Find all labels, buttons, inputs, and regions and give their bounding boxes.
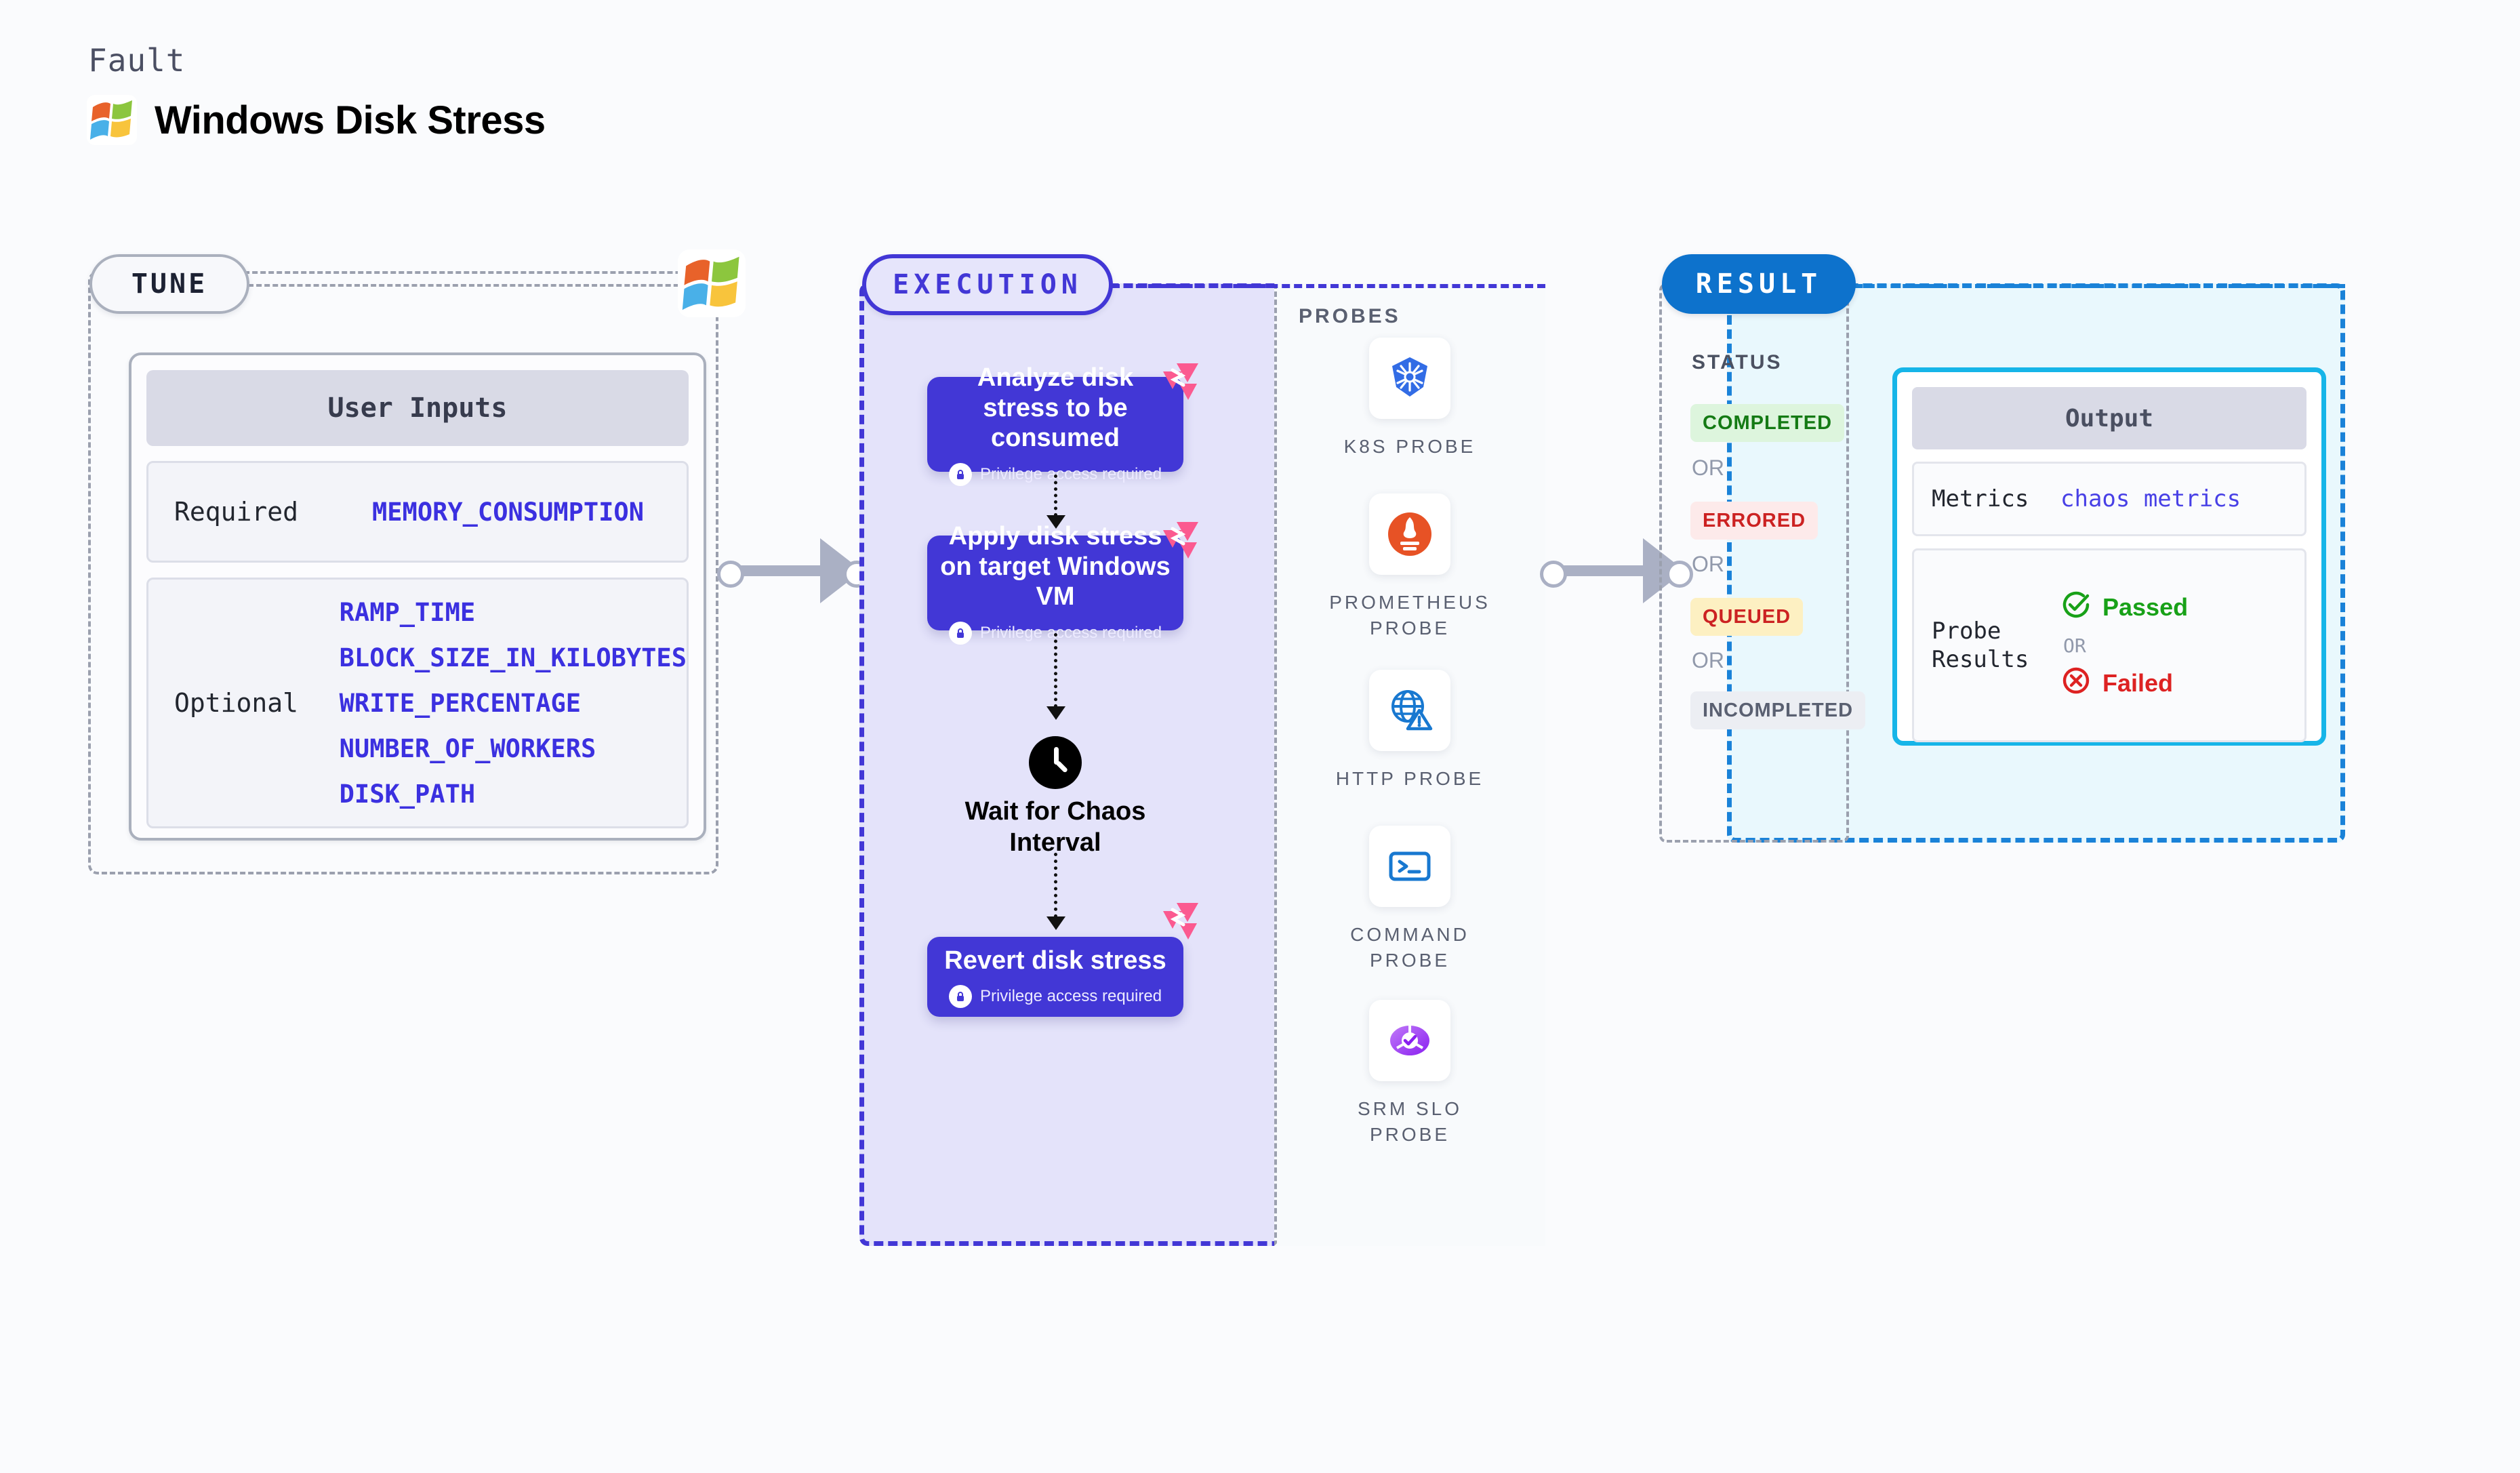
output-metrics-row: Metrics chaos metrics [1912,462,2306,536]
flow-connector [1054,853,1057,918]
optional-inputs-row: Optional RAMP_TIME BLOCK_SIZE_IN_KILOBYT… [146,578,689,828]
or-label: OR [2063,634,2086,657]
optional-value[interactable]: RAMP_TIME [339,597,476,627]
kubernetes-icon [1369,338,1450,419]
execution-step-apply[interactable]: Apply disk stress on target Windows VM P… [927,522,1183,645]
probe-label: PROMETHEUS PROBE [1329,592,1490,639]
check-circle-icon [2060,589,2092,626]
flow-arrowhead-icon [1046,916,1065,930]
probe-results-body: Passed OR Failed [2060,589,2304,702]
step-privilege-note: Privilege access required [948,463,1162,487]
windows-logo-icon [87,95,137,145]
probe-k8s[interactable]: K8S PROBE [1322,338,1498,460]
execution-step-analyze[interactable]: Analyze disk stress to be consumed Privi… [927,363,1183,487]
stage-pill-tune[interactable]: TUNE [89,254,249,314]
tune-windows-logo-icon [678,249,746,321]
stage-pill-execution[interactable]: EXECUTION [862,254,1113,315]
probe-result-failed: Failed [2060,665,2304,702]
clock-icon [1029,736,1082,789]
metrics-label: Metrics [1932,485,2029,512]
terminal-icon [1369,826,1450,907]
probe-command[interactable]: COMMAND PROBE [1322,826,1498,973]
metrics-value[interactable]: chaos metrics [2060,485,2241,512]
flow-arrowhead-icon [1046,706,1065,720]
status-caption: STATUS [1692,351,1783,374]
step-privilege-note: Privilege access required [948,985,1162,1009]
lock-icon [948,985,972,1009]
http-globe-warning-icon [1369,670,1450,751]
probe-label: K8S PROBE [1343,436,1476,457]
page-title: Windows Disk Stress [155,98,546,142]
optional-values: RAMP_TIME BLOCK_SIZE_IN_KILOBYTES WRITE_… [340,598,687,809]
x-circle-icon [2060,665,2092,702]
privilege-text: Privilege access required [979,987,1162,1006]
step-title: Revert disk stress [944,946,1166,975]
required-inputs-row: Required MEMORY_CONSUMPTION [146,461,689,563]
step-privilege-note: Privilege access required [948,622,1162,645]
flow-connector [1054,475,1057,517]
flow-arrowhead-icon [1046,515,1065,529]
output-probe-results-row: Probe Results Passed OR [1912,548,2306,742]
or-label: OR [1692,648,1724,672]
status-badge-errored: ERRORED [1690,502,1818,540]
optional-value[interactable]: DISK_PATH [339,779,476,809]
fault-kicker: Fault [88,42,186,79]
prometheus-icon [1369,493,1450,575]
user-inputs-card: User Inputs Required MEMORY_CONSUMPTION … [129,352,706,841]
srm-slo-icon [1369,1000,1450,1081]
user-inputs-title: User Inputs [146,370,689,446]
fault-header: Windows Disk Stress [87,95,546,145]
wait-label: Wait for Chaos Interval [964,797,1146,857]
probes-caption: PROBES [1299,305,1401,327]
step-title: Analyze disk stress to be consumed [977,363,1134,453]
probe-label: HTTP PROBE [1335,768,1484,789]
tune-leader-line [248,284,704,287]
status-badge-completed: COMPLETED [1690,404,1845,442]
status-badge-incompleted: INCOMPLETED [1690,691,1866,729]
required-values: MEMORY_CONSUMPTION [372,498,687,527]
probe-results-label: Probe Results [1932,617,2029,674]
required-label: Required [174,497,299,527]
probe-srm-slo[interactable]: SRM SLO PROBE [1322,1000,1498,1148]
probe-result-passed: Passed [2060,589,2304,626]
chaos-fault-badge-icon [1152,361,1202,407]
chaos-fault-badge-icon [1152,900,1202,946]
passed-label: Passed [2102,593,2189,621]
status-badge-queued: QUEUED [1690,598,1804,636]
probe-label: COMMAND PROBE [1350,924,1469,971]
stage-pill-result[interactable]: RESULT [1662,254,1856,314]
step-title: Apply disk stress on target Windows VM [940,521,1171,611]
lock-icon [948,463,972,487]
or-label: OR [1692,552,1724,576]
optional-value[interactable]: BLOCK_SIZE_IN_KILOBYTES [339,643,687,672]
probe-label: SRM SLO PROBE [1357,1098,1463,1145]
optional-value[interactable]: NUMBER_OF_WORKERS [339,733,596,763]
probes-panel [1274,283,1545,1246]
failed-label: Failed [2102,669,2174,697]
probe-prometheus[interactable]: PROMETHEUS PROBE [1322,493,1498,641]
optional-label: Optional [174,688,299,718]
privilege-text: Privilege access required [979,624,1162,643]
output-title: Output [1912,387,2306,449]
metrics-body: chaos metrics [2060,485,2304,512]
connector-execution-to-result [1540,538,1693,603]
connector-tune-to-execution [717,538,870,603]
privilege-text: Privilege access required [979,465,1162,484]
required-value[interactable]: MEMORY_CONSUMPTION [372,497,644,527]
or-label: OR [1692,456,1724,480]
output-card: Output Metrics chaos metrics Probe Resul… [1892,367,2326,746]
lock-icon [948,622,972,645]
flow-connector [1054,633,1057,708]
probe-http[interactable]: HTTP PROBE [1322,670,1498,792]
execution-step-revert[interactable]: Revert disk stress Privilege access requ… [927,937,1183,1017]
execution-leader-line [1112,284,1545,288]
optional-value[interactable]: WRITE_PERCENTAGE [339,688,582,718]
chaos-fault-badge-icon [1152,519,1202,565]
result-leader-line [1854,284,2345,288]
